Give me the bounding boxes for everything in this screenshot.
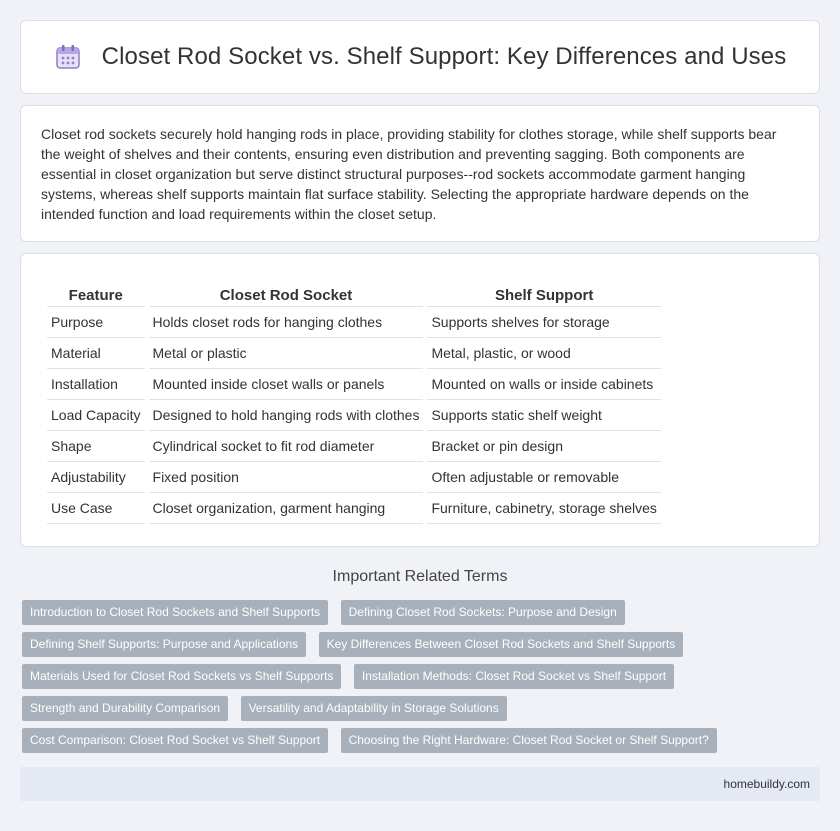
column-header: Shelf Support <box>427 282 661 307</box>
related-term-tag[interactable]: Defining Shelf Supports: Purpose and App… <box>22 632 307 657</box>
related-term-tag[interactable]: Choosing the Right Hardware: Closet Rod … <box>340 728 717 753</box>
table-cell: Supports shelves for storage <box>427 307 661 338</box>
intro-card: Closet rod sockets securely hold hanging… <box>20 105 820 242</box>
table-row: Adjustability Fixed position Often adjus… <box>47 462 661 493</box>
comparison-card: Feature Closet Rod Socket Shelf Support … <box>20 253 820 547</box>
table-header-row: Feature Closet Rod Socket Shelf Support <box>47 282 661 307</box>
table-cell: Often adjustable or removable <box>427 462 661 493</box>
table-cell: Installation <box>47 369 145 400</box>
table-cell: Fixed position <box>148 462 424 493</box>
table-cell: Mounted on walls or inside cabinets <box>427 369 661 400</box>
related-terms-list: Introduction to Closet Rod Sockets and S… <box>22 600 822 760</box>
related-term-tag[interactable]: Installation Methods: Closet Rod Socket … <box>353 664 675 689</box>
column-header: Feature <box>47 282 145 307</box>
related-term-tag[interactable]: Introduction to Closet Rod Sockets and S… <box>22 600 329 625</box>
column-header: Closet Rod Socket <box>148 282 424 307</box>
related-term-tag[interactable]: Versatility and Adaptability in Storage … <box>240 696 507 721</box>
table-cell: Holds closet rods for hanging clothes <box>148 307 424 338</box>
related-term-tag[interactable]: Cost Comparison: Closet Rod Socket vs Sh… <box>22 728 329 753</box>
table-cell: Shape <box>47 431 145 462</box>
table-cell: Cylindrical socket to fit rod diameter <box>148 431 424 462</box>
table-cell: Supports static shelf weight <box>427 400 661 431</box>
related-term-tag[interactable]: Materials Used for Closet Rod Sockets vs… <box>22 664 342 689</box>
table-row: Load Capacity Designed to hold hanging r… <box>47 400 661 431</box>
table-cell: Mounted inside closet walls or panels <box>148 369 424 400</box>
table-row: Installation Mounted inside closet walls… <box>47 369 661 400</box>
table-cell: Purpose <box>47 307 145 338</box>
table-cell: Closet organization, garment hanging <box>148 493 424 524</box>
table-row: Purpose Holds closet rods for hanging cl… <box>47 307 661 338</box>
footer: homebuildy.com <box>20 767 820 801</box>
related-term-tag[interactable]: Key Differences Between Closet Rod Socke… <box>318 632 684 657</box>
header-card: Closet Rod Socket vs. Shelf Support: Key… <box>20 20 820 94</box>
calendar-icon <box>55 45 80 69</box>
related-terms-title: Important Related Terms <box>332 568 508 585</box>
site-name[interactable]: homebuildy.com <box>723 777 810 791</box>
page-title: Closet Rod Socket vs. Shelf Support: Key… <box>101 43 787 70</box>
table-row: Shape Cylindrical socket to fit rod diam… <box>47 431 661 462</box>
table-cell: Use Case <box>47 493 145 524</box>
table-cell: Material <box>47 338 145 369</box>
table-cell: Designed to hold hanging rods with cloth… <box>148 400 424 431</box>
intro-text: Closet rod sockets securely hold hanging… <box>41 126 777 222</box>
table-cell: Bracket or pin design <box>427 431 661 462</box>
table-cell: Furniture, cabinetry, storage shelves <box>427 493 661 524</box>
comparison-table: Feature Closet Rod Socket Shelf Support … <box>43 282 665 524</box>
table-cell: Metal, plastic, or wood <box>427 338 661 369</box>
table-cell: Load Capacity <box>47 400 145 431</box>
related-term-tag[interactable]: Defining Closet Rod Sockets: Purpose and… <box>340 600 625 625</box>
table-cell: Metal or plastic <box>148 338 424 369</box>
table-row: Use Case Closet organization, garment ha… <box>47 493 661 524</box>
table-row: Material Metal or plastic Metal, plastic… <box>47 338 661 369</box>
related-term-tag[interactable]: Strength and Durability Comparison <box>22 696 229 721</box>
table-cell: Adjustability <box>47 462 145 493</box>
